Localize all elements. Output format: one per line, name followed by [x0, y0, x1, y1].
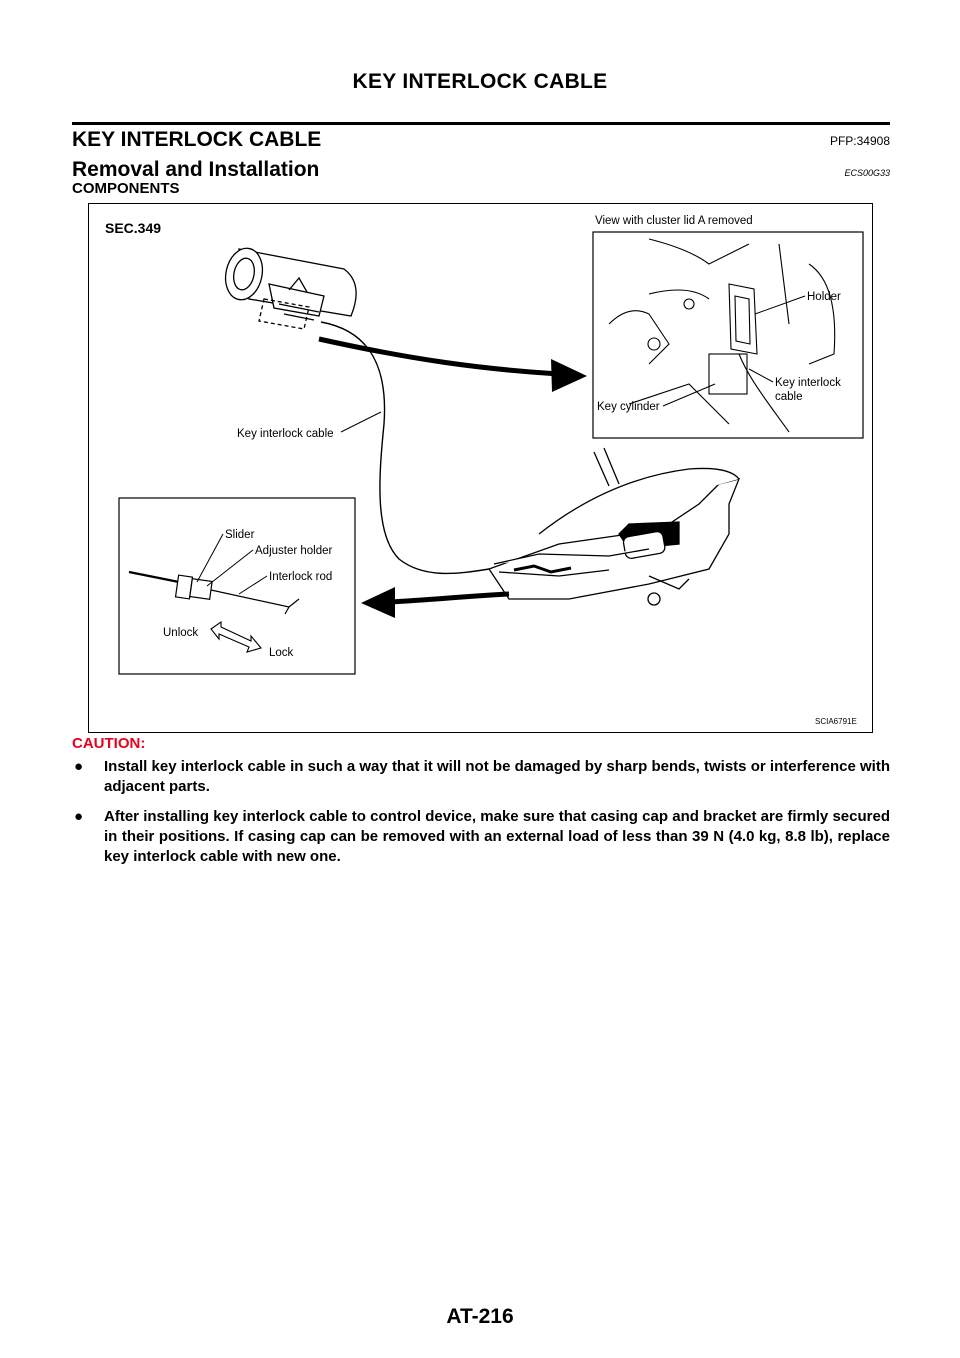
- label-slider: Slider: [225, 529, 255, 541]
- detail-view-box: [118, 497, 356, 675]
- caution-item: ● After installing key interlock cable t…: [72, 807, 890, 867]
- inset-view-box: [592, 231, 864, 439]
- bullet-icon: ●: [74, 758, 84, 775]
- caution-item-text: After installing key interlock cable to …: [104, 808, 890, 865]
- figure-code: SCIA6791E: [815, 717, 857, 726]
- leader-key-interlock-cable: [340, 411, 382, 433]
- shift-control-device-drawing: [487, 447, 741, 606]
- key-cylinder-drawing: [224, 247, 357, 330]
- label-key-interlock-inset-2: cable: [775, 391, 803, 403]
- leader-key-interlock-inset: [748, 368, 774, 383]
- key-interlock-cable-line: [320, 321, 490, 575]
- unlock-lock-arrow: [210, 620, 262, 653]
- label-key-interlock-cable: Key interlock cable: [237, 428, 334, 440]
- running-header: KEY INTERLOCK CABLE: [352, 70, 608, 93]
- arrow-to-detail: [388, 591, 510, 605]
- caution-item-text: Install key interlock cable in such a wa…: [104, 758, 890, 795]
- bullet-icon: ●: [74, 808, 84, 825]
- section-title: KEY INTERLOCK CABLE: [72, 128, 322, 151]
- components-illustration: SEC.349 Key interlock cable View with cl…: [105, 215, 864, 726]
- leader-holder: [754, 295, 806, 315]
- detail-drawing: [128, 570, 300, 615]
- caution-list: ● Install key interlock cable in such a …: [72, 757, 890, 877]
- label-holder: Holder: [807, 291, 841, 303]
- label-interlock-rod: Interlock rod: [269, 571, 332, 583]
- page-number: AT-216: [446, 1305, 514, 1328]
- leader-key-cylinder: [662, 383, 716, 407]
- components-heading: COMPONENTS: [72, 180, 180, 197]
- cable-end-detail: [513, 564, 572, 574]
- label-lock: Lock: [269, 647, 294, 659]
- inset-drawing: [608, 238, 836, 433]
- label-adjuster-holder: Adjuster holder: [255, 545, 333, 557]
- label-unlock: Unlock: [163, 627, 198, 639]
- subsection-title: Removal and Installation: [72, 158, 320, 181]
- header-rule: [72, 122, 890, 125]
- leader-adjuster-holder: [206, 549, 254, 587]
- arrow-to-inset-head: [551, 359, 587, 392]
- arrow-to-inset: [318, 336, 560, 377]
- leader-slider: [196, 533, 224, 583]
- sec-label: SEC.349: [105, 220, 161, 236]
- caution-heading: CAUTION:: [72, 735, 146, 752]
- caution-item: ● Install key interlock cable in such a …: [72, 757, 890, 797]
- pfp-code: PFP:34908: [829, 134, 890, 148]
- arrow-to-detail-head: [361, 587, 395, 618]
- label-key-interlock-inset-1: Key interlock: [775, 377, 841, 389]
- components-figure: SEC.349 Key interlock cable View with cl…: [88, 203, 873, 733]
- inset-title: View with cluster lid A removed: [595, 215, 753, 227]
- leader-interlock-rod: [238, 575, 268, 595]
- ecs-code: ECS00G33: [844, 168, 890, 178]
- label-key-cylinder: Key cylinder: [597, 401, 660, 413]
